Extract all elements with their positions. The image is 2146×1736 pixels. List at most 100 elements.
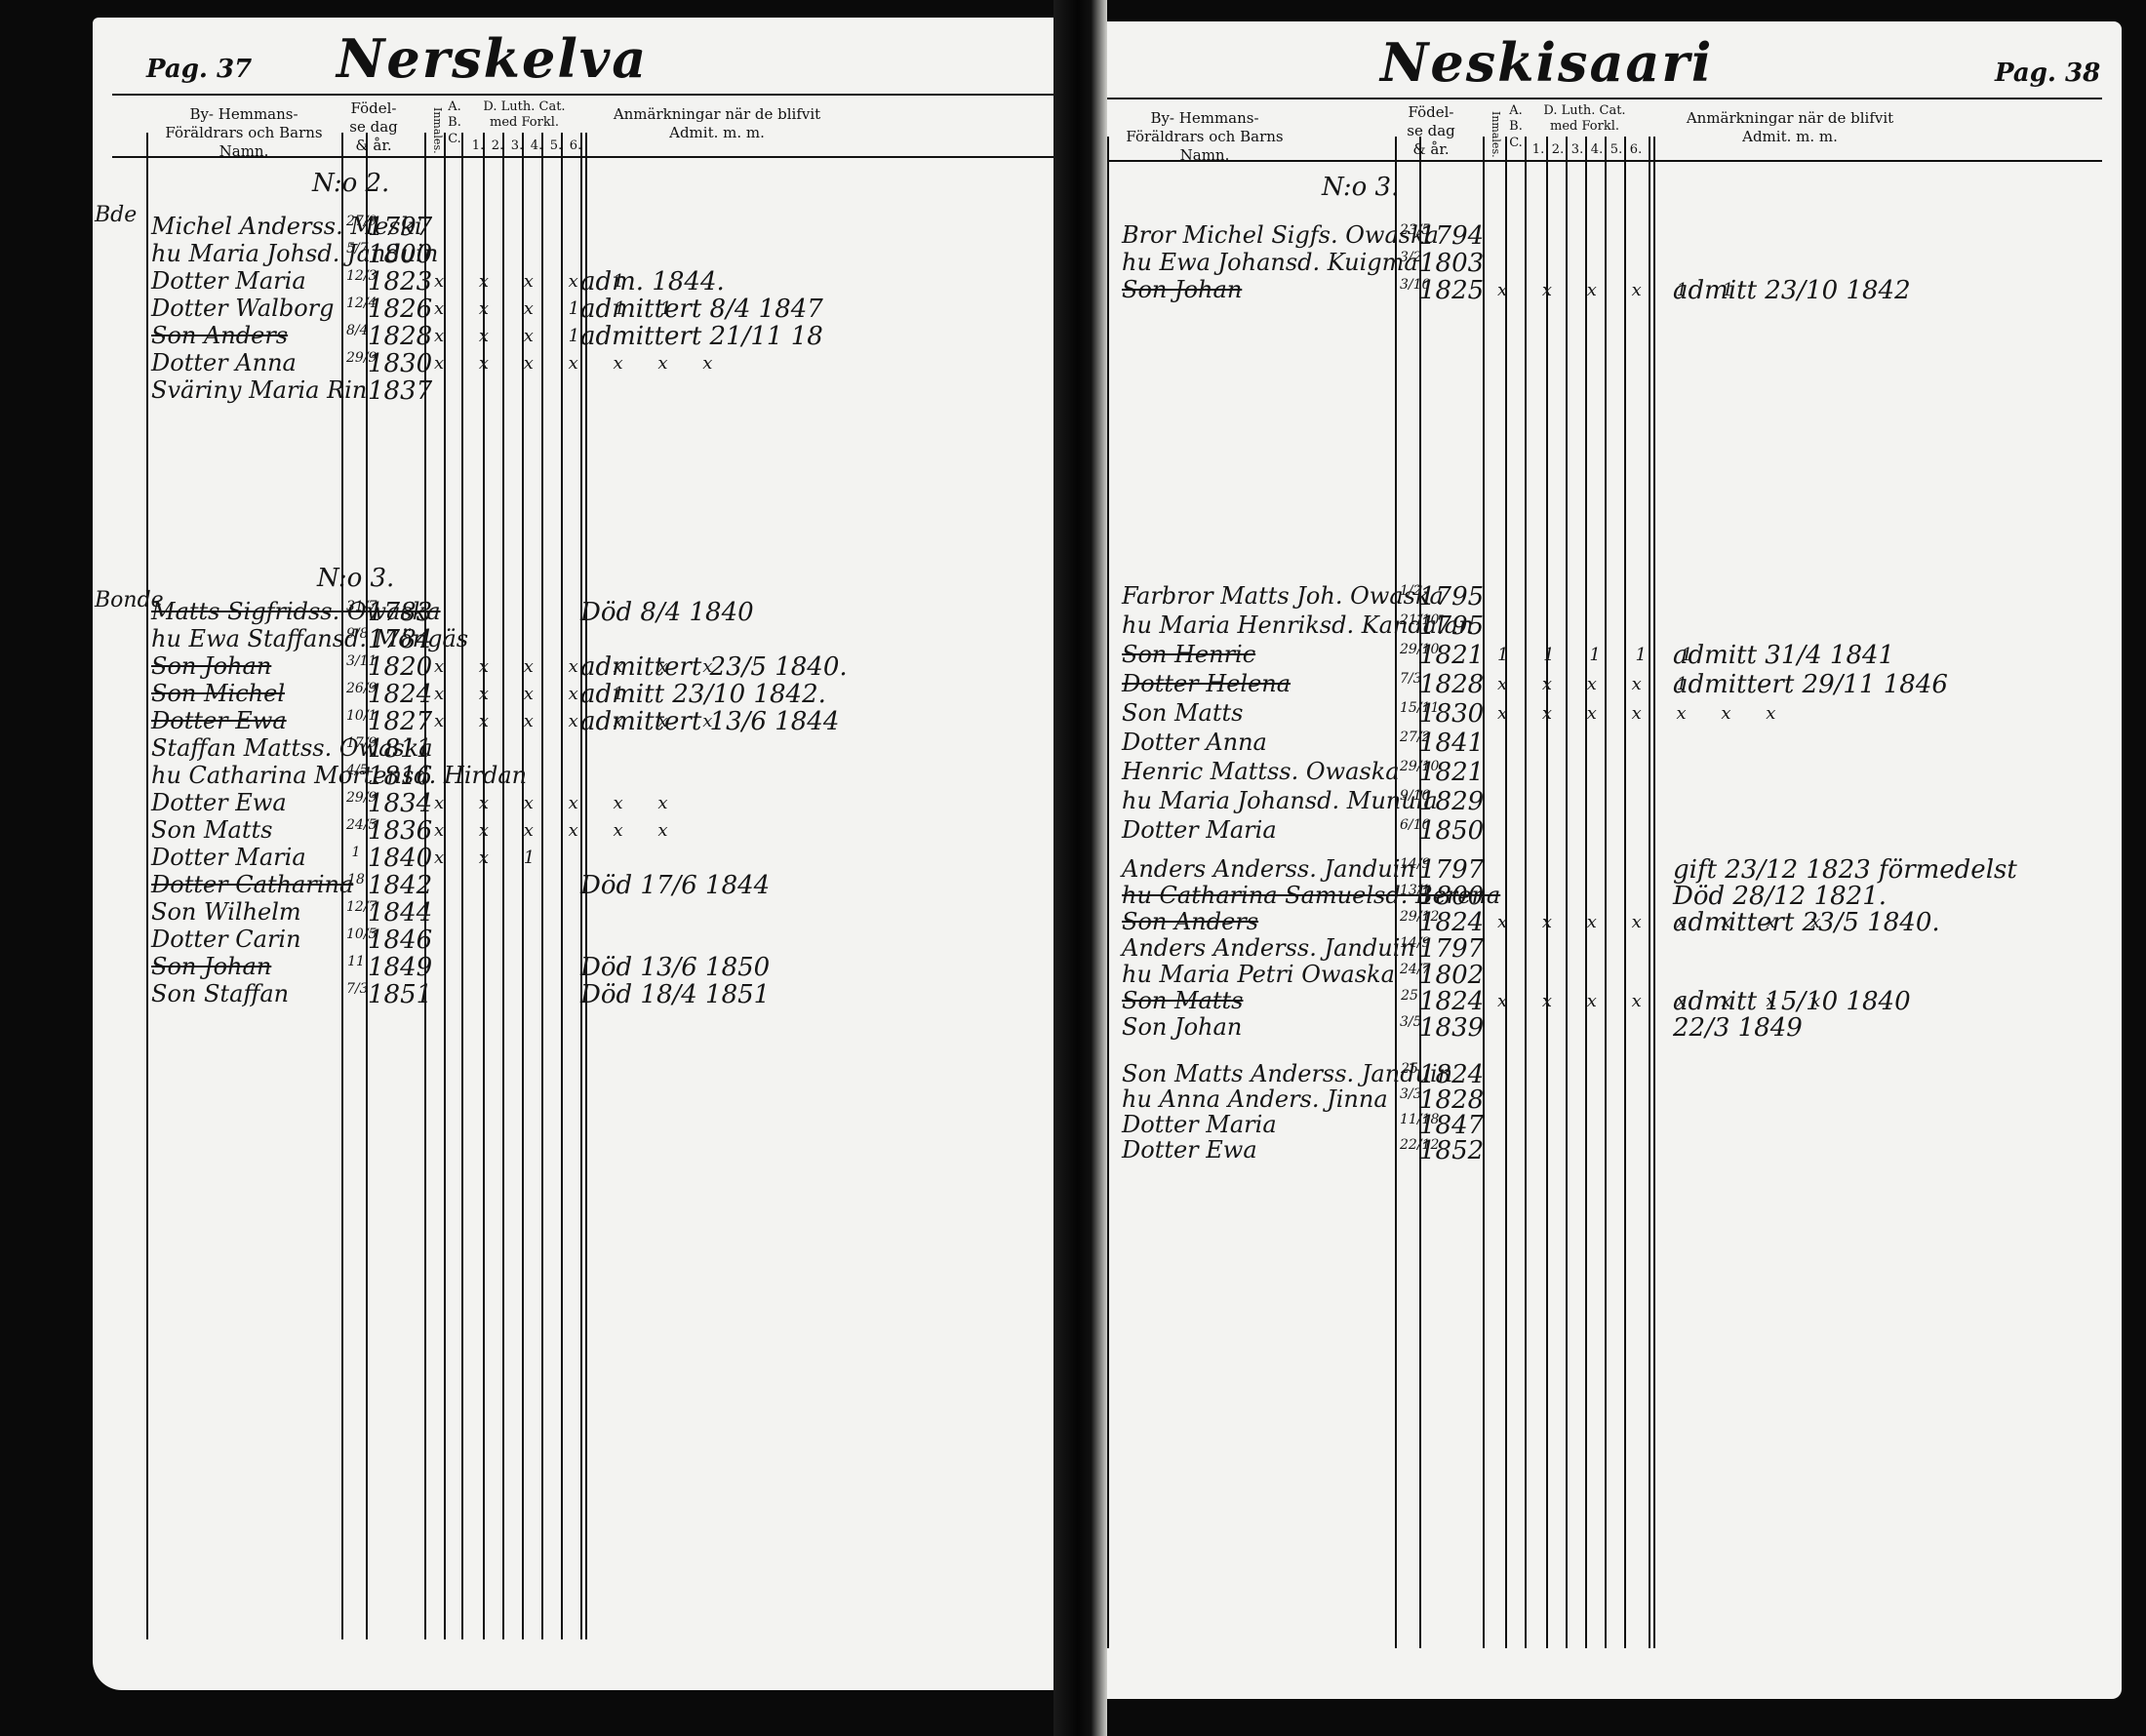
birth-day: 7/3 xyxy=(1400,671,1422,687)
birth-year: 1852 xyxy=(1419,1136,1485,1165)
birth-day: 10/1 xyxy=(346,708,378,724)
person-name: hu Ewa Johansd. Kuigma xyxy=(1122,249,1418,276)
birth-day: 3/2 xyxy=(1400,250,1422,265)
birth-day: 24/5 xyxy=(346,817,378,833)
left_page-header-remarks: Anmärkningar när de blifvit Admit. m. m. xyxy=(613,105,821,141)
person-name: hu Maria Henriksd. Kandalan xyxy=(1122,612,1474,639)
right_page-header-catechism: D. Luth. Cat. med Forkl. xyxy=(1543,103,1626,135)
person-name: Henric Mattss. Owaska xyxy=(1122,758,1400,785)
right_page-column-rule xyxy=(1483,137,1485,1648)
right_page-column-rule xyxy=(1419,137,1421,1648)
birth-day: 8/4 xyxy=(346,323,369,338)
left_page-header-col5: 5. xyxy=(549,138,563,153)
birth-day: 22/12 xyxy=(1400,1137,1440,1153)
right_page-column-rule xyxy=(1525,137,1527,1648)
right_page-column-rule xyxy=(1505,137,1507,1648)
birth-year: 1816 xyxy=(368,762,433,791)
person-name: Son Staffan xyxy=(151,980,290,1007)
right_page-page-number: Pag. 38 xyxy=(1995,59,2101,88)
left_page-column-rule xyxy=(146,133,148,1639)
birth-year: 1830 xyxy=(368,349,433,378)
birth-day: 21/10 xyxy=(1400,612,1440,628)
person-name: Dotter Maria xyxy=(151,267,306,295)
birth-year: 1783 xyxy=(368,598,433,627)
person-name: Son Matts xyxy=(1122,699,1244,727)
birth-day: 17/9 xyxy=(346,735,378,751)
right_page-header-col1: 1. xyxy=(1531,142,1545,157)
person-name: Michel Anderss. Meski xyxy=(151,213,422,240)
person-name: Dotter Catharina xyxy=(151,871,354,898)
birth-day: 14/9 xyxy=(1400,856,1431,872)
remark-note: Död 28/12 1821. xyxy=(1673,882,1888,911)
person-name: Son Anders xyxy=(151,322,289,349)
person-name: Dotter Maria xyxy=(151,844,306,871)
remark-note: admitt 23/10 1842. xyxy=(580,680,826,709)
remark-note: Död 8/4 1840 xyxy=(580,598,754,627)
birth-day: 29/12 xyxy=(1400,909,1440,925)
left_page-header-col3: 3. xyxy=(510,138,524,153)
birth-year: 1851 xyxy=(368,980,433,1009)
right_page-household-number: N:o 3. xyxy=(1322,173,1400,202)
birth-day: 23/5 xyxy=(1400,222,1431,238)
left_page-title: Nerskelva xyxy=(337,27,649,90)
remark-note: 22/3 1849 xyxy=(1673,1013,1803,1043)
birth-day: 11 xyxy=(347,954,365,969)
birth-year: 1825 xyxy=(1419,276,1485,305)
birth-year: 1797 xyxy=(1419,855,1485,885)
person-name: Son Johan xyxy=(151,652,272,680)
birth-year: 1830 xyxy=(1419,699,1485,729)
catechism-marks: x x x x x x x xyxy=(434,711,728,731)
birth-day: 3/5 xyxy=(1400,1014,1422,1030)
remark-note: Död 17/6 1844 xyxy=(580,871,771,900)
catechism-marks: x x x x 1 xyxy=(434,271,639,292)
birth-day: 12/7 xyxy=(346,899,378,915)
right_page-column-rule xyxy=(1566,137,1568,1648)
left_page-header-rule xyxy=(112,94,1053,96)
left_page-column-rule xyxy=(444,133,446,1639)
person-name: Dotter Anna xyxy=(1122,729,1267,756)
person-name: Dotter Ewa xyxy=(151,707,287,734)
person-name: Dotter Maria xyxy=(1122,816,1277,844)
birth-year: 1847 xyxy=(1419,1111,1485,1140)
catechism-marks: x x x x 1 xyxy=(434,684,639,704)
birth-day: 1/2 xyxy=(1400,583,1422,599)
catechism-marks: x x x x x x x xyxy=(1497,703,1791,724)
person-name: Dotter Maria xyxy=(1122,1111,1277,1138)
left_page-header-col6: 6. xyxy=(569,138,582,153)
birth-day: 10/5 xyxy=(346,927,378,942)
left_page-column-rule xyxy=(541,133,543,1639)
birth-year: 1841 xyxy=(1419,729,1485,758)
birth-day: 3/10 xyxy=(1400,277,1431,293)
remark-note: admittert 23/5 1840. xyxy=(580,652,848,682)
birth-year: 1824 xyxy=(368,680,433,709)
birth-year: 1800 xyxy=(1419,882,1485,911)
left_page-page-number: Pag. 37 xyxy=(146,55,253,84)
left_page-header-birth: Födel-se dag & år. xyxy=(349,99,398,154)
book-gutter xyxy=(1053,0,1107,1736)
birth-year: 1839 xyxy=(1419,1013,1485,1043)
person-name: hu Maria Petri Owaska xyxy=(1122,961,1395,988)
left_page-column-rule xyxy=(461,133,463,1639)
right_page-header-inmales: Inmales. xyxy=(1490,111,1502,158)
right_page-title: Neskisaari xyxy=(1380,31,1714,94)
person-name: Dotter Helena xyxy=(1122,670,1292,697)
person-name: hu Catharina Samuelsd. Berena xyxy=(1122,882,1501,909)
person-name: Bror Michel Sigfs. Owaska xyxy=(1122,221,1439,249)
birth-day: 14/9 xyxy=(1400,935,1431,951)
person-name: Dotter Anna xyxy=(151,349,297,376)
birth-day: 27/9 xyxy=(346,214,378,229)
left_page-column-rule xyxy=(561,133,563,1639)
person-name: Anders Anderss. Janduin xyxy=(1122,855,1415,883)
person-name: Dotter Ewa xyxy=(151,789,287,816)
catechism-marks: x x x x x x xyxy=(434,793,683,813)
left_page-column-rule xyxy=(366,133,368,1639)
birth-year: 1797 xyxy=(1419,934,1485,964)
left_page-subheader-rule xyxy=(112,156,1053,158)
remark-note: Död 18/4 1851 xyxy=(580,980,771,1009)
remark-note: gift 23/12 1823 förmedelst xyxy=(1673,855,2017,885)
birth-year: 1794 xyxy=(1419,221,1485,251)
birth-year: 1795 xyxy=(1419,582,1485,612)
birth-year: 1842 xyxy=(368,871,433,900)
person-name: Son Johan xyxy=(1122,1013,1243,1041)
